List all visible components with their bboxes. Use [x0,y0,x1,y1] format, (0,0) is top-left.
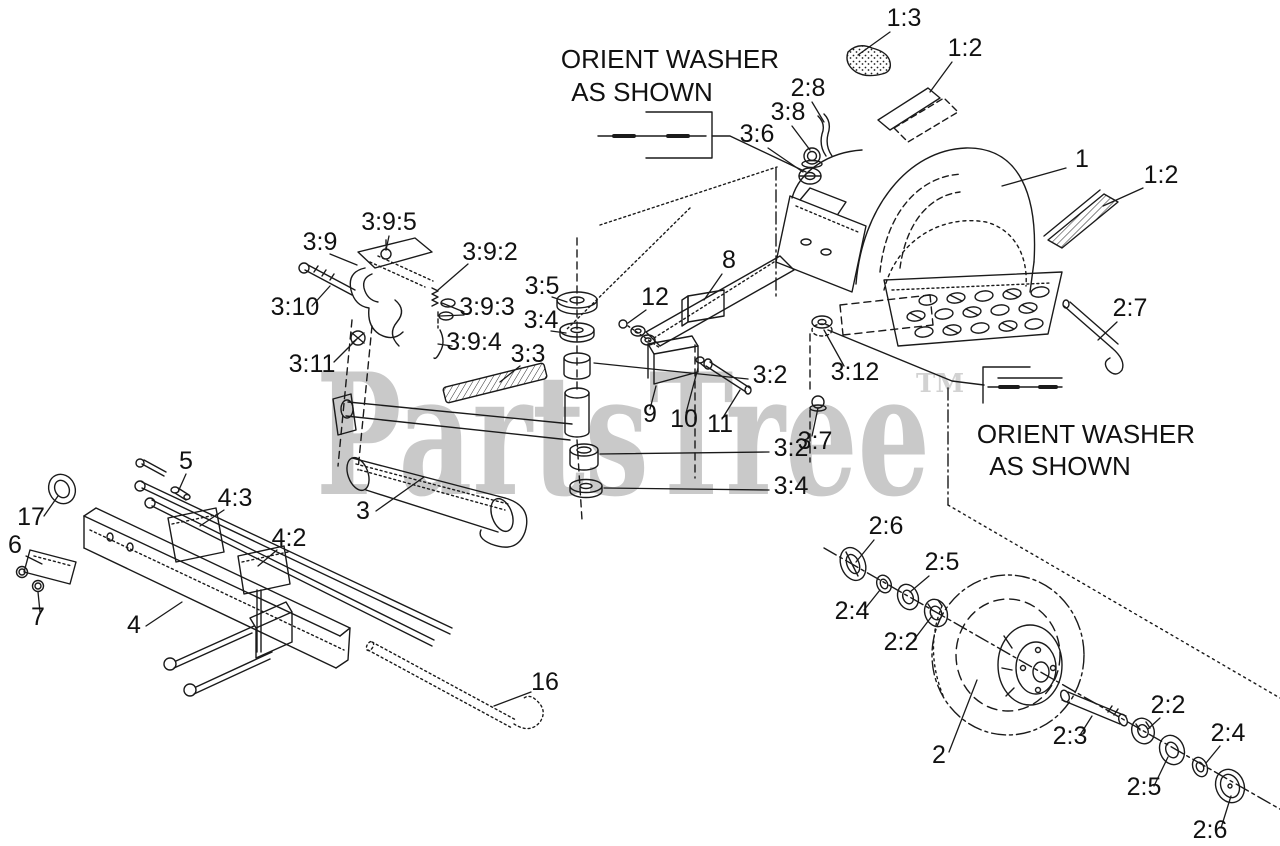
part-bearing-kit-left [839,546,949,628]
part-caster-bracket [298,237,456,360]
callout-10: 10 [670,405,698,433]
callout-7: 7 [31,603,45,631]
callout-3-9-5: 3:9:5 [361,208,417,236]
callout-12: 12 [641,283,669,311]
callout-1-2-top: 1:2 [948,34,983,62]
annotation-2-line-2: AS SHOWN [989,451,1131,481]
callout-6: 6 [8,531,22,559]
part-j-hook [365,640,544,730]
construction-lines [337,166,1280,810]
callout-labels: 1:3 1:2 2:8 3:8 3:6 1 1:2 2:7 3:9 3:9:5 … [8,4,1245,844]
washer-orientation-detail-2 [827,329,1063,404]
part-rod-11 [703,358,752,395]
callout-17: 17 [17,503,45,531]
callout-2-8: 2:8 [791,74,826,102]
leader-lines [25,31,1232,829]
callout-1: 1 [1075,145,1089,173]
callout-3-12: 3:12 [831,358,880,386]
part-bolt-12 [618,319,661,349]
part-washer-3-12 [811,315,833,337]
callout-8: 8 [722,246,736,274]
callout-3-5: 3:5 [525,272,560,300]
callout-2-5-left: 2:5 [925,548,960,576]
callout-3-8: 3:8 [771,98,806,126]
part-wheel [931,574,1085,736]
callout-1-2-right: 1:2 [1144,161,1179,189]
watermark-text: PartsTree [316,336,930,534]
watermark: PartsTree TM [316,336,964,534]
part-knob-1-3 [846,45,892,77]
part-axle-2-3 [1059,689,1129,727]
callout-3-10: 3:10 [271,293,320,321]
callout-2-5-right: 2:5 [1127,773,1162,801]
callout-2-2-right: 2:2 [1151,691,1186,719]
callout-2-6-left: 2:6 [869,512,904,540]
part-clip-2-8 [817,113,833,157]
part-fender [791,147,1036,293]
callout-1-3: 1:3 [887,4,922,32]
callout-3-4-bottom: 3:4 [774,472,809,500]
callout-2-6-right: 2:6 [1193,816,1228,844]
callout-4-3: 4:3 [218,484,253,512]
part-pivot-stack [556,291,603,499]
part-swivel-arm [332,393,573,548]
callout-3-9-2: 3:9:2 [462,238,518,266]
part-bracket-8 [681,289,725,327]
callout-16: 16 [531,668,559,696]
annotation-2-line-1: ORIENT WASHER [977,419,1195,449]
callout-4: 4 [127,611,141,639]
callout-3: 3 [356,497,370,525]
callout-3-11: 3:11 [289,350,336,378]
part-grip-pad-right [1043,189,1119,249]
callout-2: 2 [932,741,946,769]
callout-3-6: 3:6 [740,120,775,148]
callout-4-2: 4:2 [272,524,307,552]
callout-3-9-4: 3:9:4 [446,328,502,356]
callout-3-9-3: 3:9:3 [459,293,515,321]
callout-9: 9 [643,400,657,428]
part-tread-plate [883,271,1063,347]
part-decal-3-3 [442,362,548,404]
callout-2-2-left: 2:2 [884,628,919,656]
watermark-tm: TM [916,369,964,399]
callout-3-2-bottom: 3:2 [774,434,809,462]
annotation-1-line-2: AS SHOWN [571,77,713,107]
callout-3-3: 3:3 [511,340,546,368]
part-axle-frame [15,458,453,697]
part-washer-3-6 [798,167,822,185]
part-bearing-kit-right [1130,717,1246,804]
callout-3-7: 3:7 [798,427,833,455]
callout-2-4-right: 2:4 [1211,719,1246,747]
callout-3-4-top: 3:4 [524,306,559,334]
callout-11: 11 [707,410,733,438]
callout-3-2-top: 3:2 [753,361,788,389]
callout-2-4-left: 2:4 [835,597,870,625]
part-frame-beam [645,255,934,347]
annotation-1-line-1: ORIENT WASHER [561,44,779,74]
callout-2-3: 2:3 [1053,722,1088,750]
callout-5: 5 [179,447,193,475]
part-grip-pad-top [877,87,959,143]
callout-3-9: 3:9 [303,228,338,256]
part-rod-2-7 [1062,299,1124,375]
part-nut-3-8 [801,147,823,169]
part-tongue-plate [775,187,867,293]
washer-orientation-detail-1 [597,111,807,173]
callout-2-7: 2:7 [1113,294,1148,322]
